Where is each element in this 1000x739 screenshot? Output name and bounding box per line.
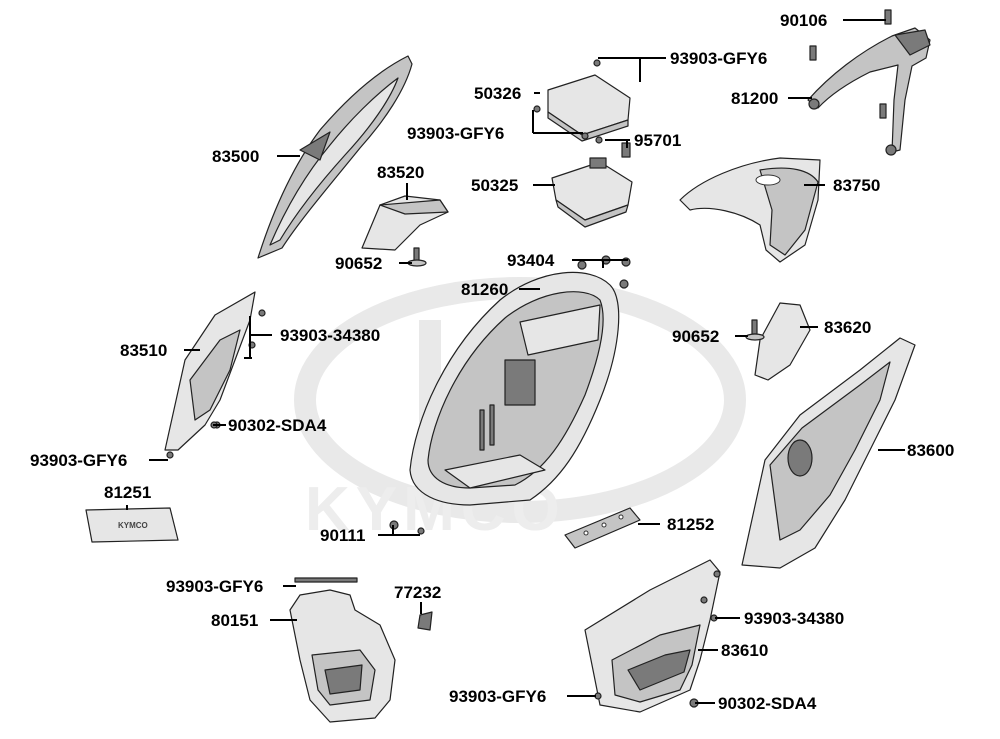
label-83520: 83520 [377, 163, 424, 182]
label-93903-gfy6-bottom: 93903-GFY6 [166, 577, 263, 596]
label-90111: 90111 [320, 526, 365, 545]
label-83610: 83610 [721, 641, 768, 660]
label-90652-right: 90652 [672, 327, 719, 346]
small-screws-center [533, 59, 631, 158]
part-83520-bracket[interactable] [361, 195, 449, 251]
label-93404: 93404 [507, 251, 555, 270]
part-81251-badge-panel[interactable]: KYMCO [85, 507, 179, 543]
label-81260: 81260 [461, 280, 508, 299]
label-83500: 83500 [212, 147, 259, 166]
part-81252-plate[interactable] [564, 507, 641, 549]
label-90302-sda4-left: 90302-SDA4 [228, 416, 327, 435]
label-81251: 81251 [104, 483, 151, 502]
label-95701: 95701 [634, 131, 681, 150]
part-83750-rear-cover[interactable] [679, 157, 821, 263]
label-90652-left: 90652 [335, 254, 382, 273]
part-50326-lid[interactable] [547, 74, 631, 142]
part-83600-side-cover[interactable] [741, 337, 916, 569]
label-81252: 81252 [667, 515, 714, 534]
part-90106-bolts[interactable] [809, 9, 892, 119]
part-90652-screw-right[interactable] [745, 319, 765, 341]
label-83600: 83600 [907, 441, 954, 460]
label-93903-gfy6-left: 93903-GFY6 [30, 451, 127, 470]
label-93903-34380-right: 93903-34380 [744, 609, 844, 628]
label-90106: 90106 [780, 11, 827, 30]
part-83610-side-cover[interactable] [584, 559, 721, 713]
label-83750: 83750 [833, 176, 880, 195]
label-50325: 50325 [471, 176, 518, 195]
label-77232: 77232 [394, 583, 441, 602]
label-83510: 83510 [120, 341, 167, 360]
label-93903-gfy6-mid: 93903-GFY6 [407, 124, 504, 143]
part-90652-screw-left[interactable] [407, 247, 427, 267]
leader-lines [126, 19, 905, 704]
label-93903-gfy6-top: 93903-GFY6 [670, 49, 767, 68]
callout-labels: 90106 93903-GFY6 81200 50326 93903-GFY6 … [30, 11, 954, 713]
label-93903-34380-left: 93903-34380 [280, 326, 380, 345]
part-77232-clip[interactable] [417, 611, 433, 631]
label-81200: 81200 [731, 89, 778, 108]
label-50326: 50326 [474, 84, 521, 103]
part-81260-helmet-box[interactable] [409, 271, 620, 506]
badge-text: KYMCO [118, 521, 148, 530]
part-83620-small-cover[interactable] [754, 302, 811, 381]
part-50325-battery-box[interactable] [551, 157, 633, 228]
label-90302-sda4-right: 90302-SDA4 [718, 694, 817, 713]
label-80151: 80151 [211, 611, 258, 630]
label-83620: 83620 [824, 318, 871, 337]
label-93903-gfy6-lower: 93903-GFY6 [449, 687, 546, 706]
part-81200-rear-carrier[interactable] [807, 27, 931, 156]
part-80151-front-inner-cover[interactable] [289, 589, 396, 723]
part-83500-side-cover[interactable] [257, 55, 413, 259]
part-83510-side-cover[interactable] [164, 291, 256, 451]
